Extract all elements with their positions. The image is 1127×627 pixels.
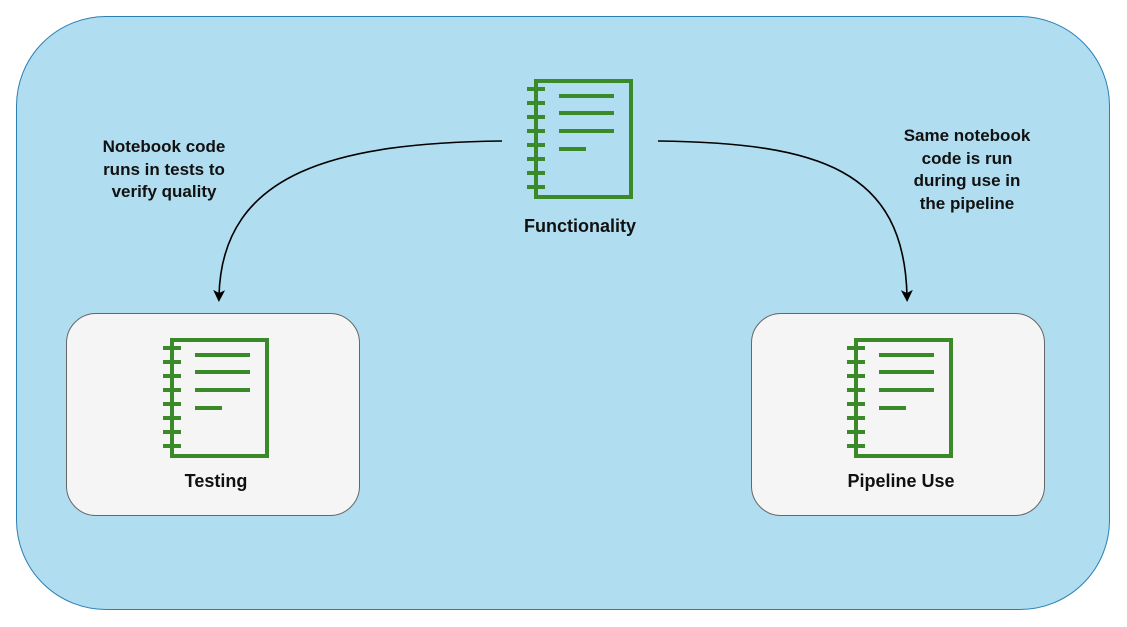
left-annotation-line: runs in tests to [103,159,225,179]
functionality-label: Functionality [524,216,636,236]
left-annotation-line: Notebook code [102,137,226,156]
pipeline-use-label: Pipeline Use [847,471,955,491]
notebook-icon [526,78,634,200]
left-annotation: Notebook code runs in tests to verify qu… [84,136,244,204]
right-annotation: Same notebook code is run during use in … [887,125,1047,215]
pipeline-use-box [751,313,1045,516]
testing-box [66,313,360,516]
notebook-icon [162,337,270,459]
right-annotation-line: Same notebook [903,126,1031,145]
right-annotation-line: code is run [921,148,1013,168]
testing-label: Testing [184,471,248,491]
right-annotation-line: during use in [913,171,1021,190]
notebook-icon [846,337,954,459]
right-annotation-line: the pipeline [919,193,1015,213]
left-annotation-line: verify quality [111,182,217,201]
